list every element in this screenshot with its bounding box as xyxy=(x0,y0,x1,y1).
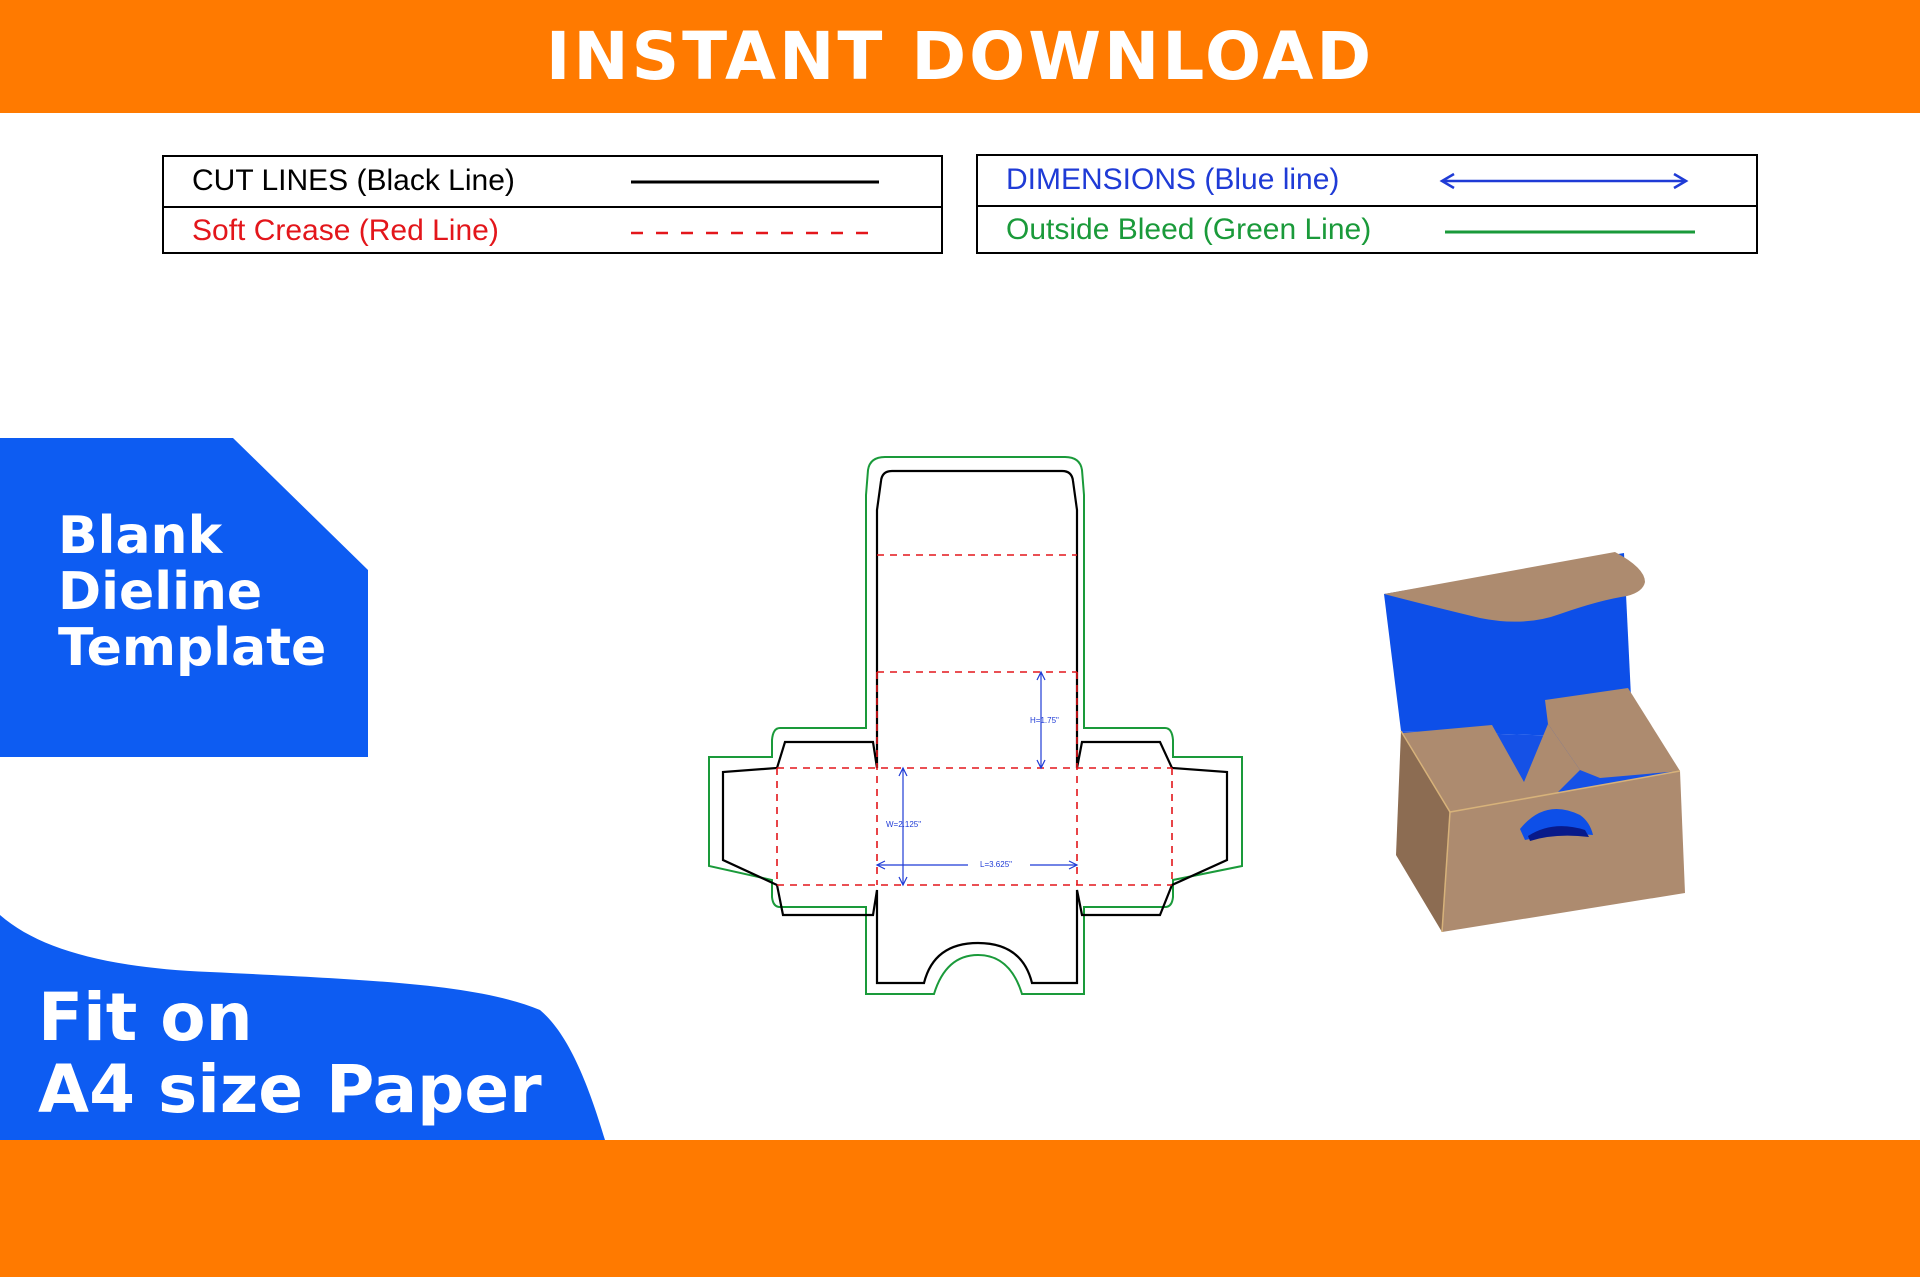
top-banner: INSTANT DOWNLOAD xyxy=(0,0,1920,113)
bleed-outline xyxy=(708,456,1243,995)
box-side-face xyxy=(1396,731,1450,932)
dieline-drawing: H=1.75" W=2.125" L=3.625" xyxy=(708,456,1243,995)
legend-row-crease: Soft Crease (Red Line) xyxy=(164,206,941,254)
dimension-arrows xyxy=(875,670,1079,887)
side-panel-title: Blank Dieline Template xyxy=(58,508,326,676)
legend-row-bleed: Outside Bleed (Green Line) xyxy=(978,205,1756,253)
legend-row-dimensions: DIMENSIONS (Blue line) xyxy=(978,156,1756,204)
side-title-line2: Dieline xyxy=(58,562,263,622)
bottom-panel-shape xyxy=(0,1140,1920,1277)
side-title-line1: Blank xyxy=(58,506,223,566)
length-dimension-label: L=3.625" xyxy=(980,860,1012,869)
cut-outline xyxy=(721,469,1229,985)
fit-a4-text: Fit on A4 size Paper xyxy=(38,982,542,1126)
box-thumb-hole xyxy=(1528,826,1589,841)
legend-right: DIMENSIONS (Blue line) Outside Bleed (Gr… xyxy=(976,154,1758,254)
side-title-line3: Template xyxy=(58,618,327,678)
crease-line-sample xyxy=(631,231,879,235)
fit-text-line2: A4 size Paper xyxy=(38,1051,542,1128)
box-edges xyxy=(1400,730,1681,933)
box-inner-flap xyxy=(1545,688,1680,778)
bleed-line-sample xyxy=(1445,230,1695,234)
legend-cut-label: CUT LINES (Black Line) xyxy=(192,164,515,197)
legend-crease-label: Soft Crease (Red Line) xyxy=(192,214,499,247)
box-front-face xyxy=(1442,771,1685,932)
crease-lines xyxy=(776,554,1173,886)
legend-left: CUT LINES (Black Line) Soft Crease (Red … xyxy=(162,155,943,254)
legend-dimensions-label: DIMENSIONS (Blue line) xyxy=(1006,163,1340,196)
fit-panel-shape xyxy=(0,915,605,1140)
cut-line-sample xyxy=(631,180,879,184)
dimension-arrow-sample xyxy=(1439,172,1689,190)
legend-bleed-label: Outside Bleed (Green Line) xyxy=(1006,213,1372,246)
box-lid-top xyxy=(1384,552,1645,622)
legend-row-cut: CUT LINES (Black Line) xyxy=(164,157,941,205)
height-dimension-label: H=1.75" xyxy=(1030,716,1059,725)
box-insert-tab xyxy=(1403,724,1580,812)
width-dimension-label: W=2.125" xyxy=(886,820,921,829)
box-mockup xyxy=(1384,552,1685,933)
fit-text-line1: Fit on xyxy=(38,979,253,1056)
side-panel-shape xyxy=(0,438,368,757)
banner-title: INSTANT DOWNLOAD xyxy=(545,18,1375,95)
